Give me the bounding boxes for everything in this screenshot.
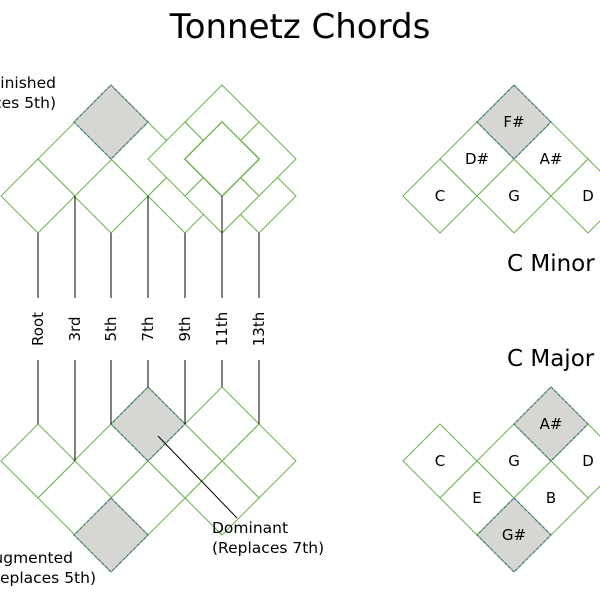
cell-layer [0,84,600,573]
c-major-note-label: D [582,452,594,470]
dominant-label-line2: (Replaces 7th) [212,539,324,557]
c-minor-note-label: C [435,187,445,205]
c-major-note-label: E [472,489,481,507]
c-major-note-label: G [508,452,520,470]
c-major-note-label: C [435,452,445,470]
text-layer: Tonnetz Chords Diminished (Replaces 5th)… [0,7,595,587]
guide-line-layer [37,196,260,519]
c-minor-title: C Minor [507,251,595,277]
dominant-label-line1: Dominant [212,519,288,537]
interval-label: 11th [213,312,231,346]
augmented-label-line1: Augmented [0,549,73,567]
interval-label: Root [29,312,47,346]
c-major-note-label: A# [540,415,563,433]
interval-label: 3rd [66,317,84,342]
interval-label: 5th [102,317,120,342]
c-minor-note-label: D [582,187,594,205]
augmented-label-line2: (Replaces 5th) [0,569,96,587]
c-minor-note-label: F# [503,113,524,131]
diminished-label-line2: (Replaces 5th) [0,94,56,112]
c-major-title: C Major [507,346,595,372]
c-minor-note-label: A# [540,150,563,168]
diminished-label-line1: Diminished [0,74,56,92]
interval-label: 13th [250,312,268,346]
dominant-leader-line [157,435,238,519]
page-title: Tonnetz Chords [169,7,431,47]
interval-label: 7th [139,317,157,342]
c-minor-note-label: D# [465,150,489,168]
c-major-note-label: G# [502,526,526,544]
c-minor-note-label: G [508,187,520,205]
interval-label: 9th [176,317,194,342]
c-major-note-label: B [546,489,556,507]
bottom-grid-cell [184,460,260,536]
